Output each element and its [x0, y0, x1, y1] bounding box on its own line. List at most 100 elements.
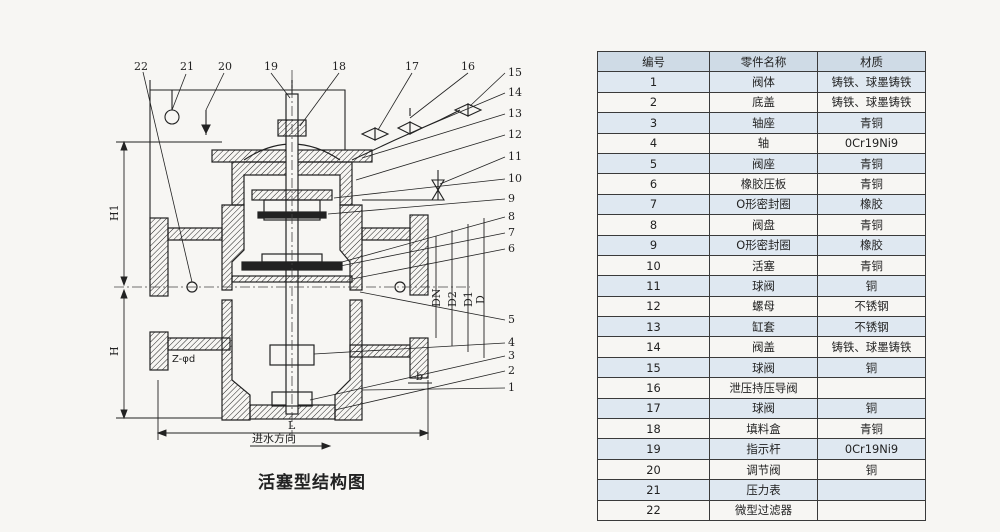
cell-material: 不锈钢: [817, 316, 926, 338]
callout-12: 12: [508, 128, 522, 141]
cell-material: [817, 377, 926, 399]
valve-internals: [186, 80, 406, 415]
cell-number: 15: [597, 356, 710, 379]
header-number: 编号: [597, 50, 710, 73]
cell-part-name: 螺母: [709, 295, 818, 318]
callout-2: 2: [508, 364, 515, 377]
flange-holes-label: Z-φd: [172, 354, 195, 365]
center-lines: [114, 70, 470, 440]
cell-number: 13: [597, 316, 710, 338]
cell-part-name: 阀盖: [709, 336, 818, 358]
cell-part-name: 轴座: [709, 112, 818, 134]
cell-number: 22: [597, 499, 710, 521]
cell-material: 铸铁、球墨铸铁: [817, 91, 926, 114]
callout-6: 6: [508, 242, 515, 255]
callout-9: 9: [508, 192, 515, 205]
cell-material: 青铜: [817, 173, 926, 195]
cell-number: 11: [597, 275, 710, 297]
cell-part-name: O形密封圈: [709, 193, 818, 216]
callout-7: 7: [508, 226, 515, 239]
callout-10: 10: [508, 172, 522, 185]
cell-material: [817, 499, 926, 521]
callout-22: 22: [134, 60, 148, 73]
cell-number: 12: [597, 295, 710, 318]
header-material: 材质: [817, 50, 926, 73]
cell-part-name: 橡胶压板: [709, 173, 818, 195]
dimension-lines: [116, 140, 485, 450]
cell-number: 18: [597, 418, 710, 440]
cell-material: 青铜: [817, 214, 926, 236]
callout-20: 20: [218, 60, 232, 73]
cell-part-name: 阀座: [709, 152, 818, 175]
callout-19: 19: [264, 60, 278, 73]
cell-number: 9: [597, 234, 710, 256]
cell-part-name: 球阀: [709, 397, 818, 420]
header-part-name: 零件名称: [709, 50, 818, 73]
callout-18: 18: [332, 60, 346, 73]
cell-number: 8: [597, 214, 710, 236]
cell-part-name: 压力表: [709, 479, 818, 501]
cell-number: 16: [597, 377, 710, 399]
cell-number: 17: [597, 397, 710, 420]
cell-material: 0Cr19Ni9: [817, 438, 926, 460]
cell-part-name: 缸套: [709, 316, 818, 338]
cell-number: 21: [597, 479, 710, 501]
cell-part-name: 泄压持压导阀: [709, 377, 818, 399]
cell-part-name: 球阀: [709, 275, 818, 297]
cell-part-name: 调节阀: [709, 458, 818, 481]
table-header-row: 编号 零件名称 材质: [597, 50, 926, 73]
cell-part-name: O形密封圈: [709, 234, 818, 256]
cell-number: 2: [597, 91, 710, 114]
dim-d1: D1: [462, 291, 475, 307]
callout-14: 14: [508, 86, 522, 99]
callout-11: 11: [508, 150, 522, 163]
dim-b: b: [416, 370, 423, 383]
callout-21: 21: [180, 60, 194, 73]
cell-part-name: 底盖: [709, 91, 818, 114]
dim-h: H: [108, 346, 121, 356]
callout-17: 17: [405, 60, 419, 73]
cell-part-name: 阀盘: [709, 214, 818, 236]
dim-dn: DN: [430, 288, 443, 307]
cell-number: 6: [597, 173, 710, 195]
cell-material: 橡胶: [817, 234, 926, 256]
callout-15: 15: [508, 66, 522, 79]
cell-number: 1: [597, 71, 710, 93]
cell-material: 铸铁、球墨铸铁: [817, 71, 926, 93]
cell-material: 铜: [817, 275, 926, 297]
callout-numbers: 22 21 20 19 18 17 16 15 14 13 12 11 10 9…: [134, 60, 522, 394]
dim-d2: D2: [446, 291, 459, 307]
cell-material: 铜: [817, 356, 926, 379]
dimension-labels: H1 H L b DN D2 D1 D Z-φd 进水方向: [108, 204, 487, 445]
cell-number: 19: [597, 438, 710, 460]
callout-4: 4: [508, 336, 515, 349]
cell-material: 0Cr19Ni9: [817, 132, 926, 154]
cell-material: 铜: [817, 458, 926, 481]
callout-5: 5: [508, 313, 515, 326]
cell-material: 青铜: [817, 254, 926, 277]
cell-number: 4: [597, 132, 710, 154]
cell-number: 7: [597, 193, 710, 216]
cell-material: 青铜: [817, 112, 926, 134]
cell-material: 橡胶: [817, 193, 926, 216]
